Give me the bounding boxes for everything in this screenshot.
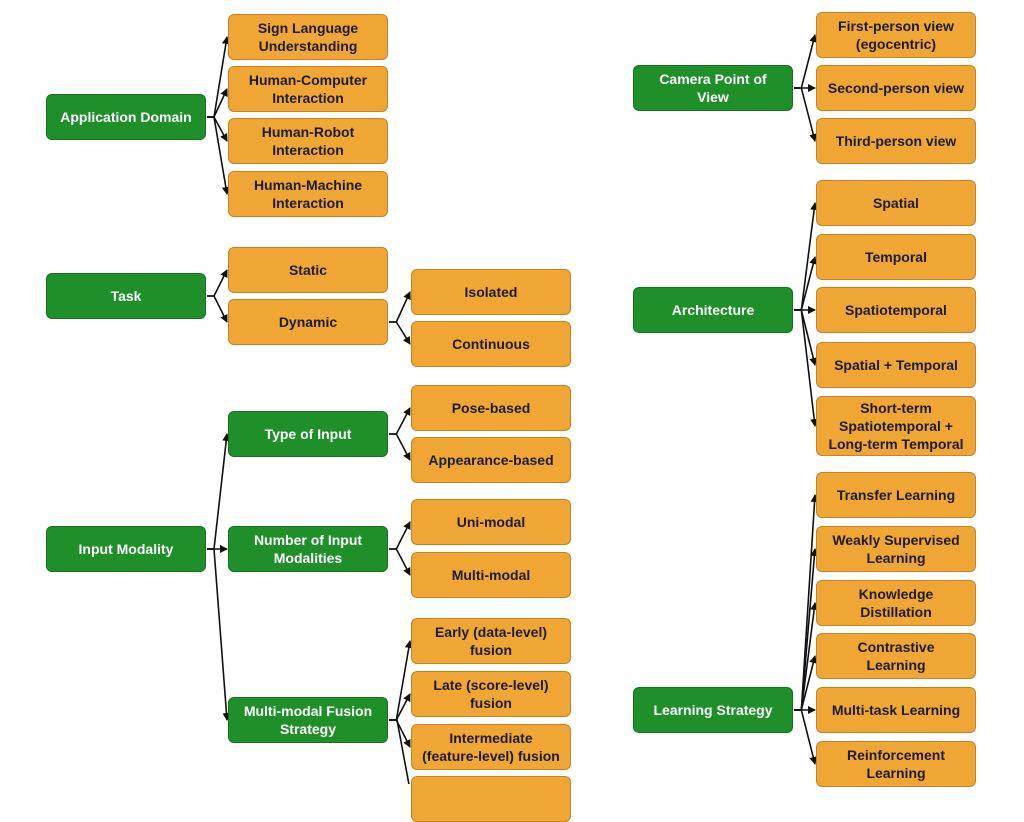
node-short-long-term: Short-term Spatiotemporal + Long-term Te… bbox=[816, 396, 976, 456]
edge-dynamic-to-continuous bbox=[389, 321, 411, 345]
node-multi-task-learning: Multi-task Learning bbox=[816, 687, 976, 733]
taxonomy-diagram: Application Domain Sign Language Underst… bbox=[46, 12, 976, 822]
edge-num_modalities-to-multimodal bbox=[389, 548, 411, 576]
node-spatiotemporal: Spatiotemporal bbox=[816, 287, 976, 333]
edge-input_modality-to-type_input bbox=[207, 433, 231, 550]
edge-fusion-to-early bbox=[389, 640, 413, 721]
edge-architecture-to-spatial bbox=[794, 202, 819, 311]
edge-app_domain-to-hmi bbox=[207, 116, 230, 195]
edge-type_input-to-appearance bbox=[389, 433, 411, 461]
node-late-fusion: Late (score-level) fusion bbox=[411, 671, 571, 717]
node-reinforcement-learning: Reinforcement Learning bbox=[816, 741, 976, 787]
edge-architecture-to-short_long bbox=[794, 309, 819, 427]
node-weakly-supervised-learning: Weakly Supervised Learning bbox=[816, 526, 976, 572]
node-contrastive-learning: Contrastive Learning bbox=[816, 633, 976, 679]
edge-app_domain-to-hci bbox=[207, 88, 228, 118]
edge-architecture-to-spatial_temporal bbox=[794, 309, 818, 366]
node-human-robot-interaction: Human-Robot Interaction bbox=[228, 118, 388, 164]
edge-fusion-offscreen bbox=[389, 719, 410, 784]
node-application-domain: Application Domain bbox=[46, 94, 206, 140]
node-camera-point-of-view: Camera Point of View bbox=[633, 65, 793, 111]
node-multi-modal-fusion-strategy: Multi-modal Fusion Strategy bbox=[228, 697, 388, 743]
node-human-machine-interaction: Human-Machine Interaction bbox=[228, 171, 388, 217]
node-input-modality: Input Modality bbox=[46, 526, 206, 572]
edge-task-to-static bbox=[207, 269, 228, 297]
edge-camera-to-third_person bbox=[794, 87, 818, 142]
node-appearance-based: Appearance-based bbox=[411, 437, 571, 483]
node-dynamic: Dynamic bbox=[228, 299, 388, 345]
edge-learning-to-transfer bbox=[794, 494, 819, 711]
node-static: Static bbox=[228, 247, 388, 293]
node-type-of-input: Type of Input bbox=[228, 411, 388, 457]
node-early-fusion: Early (data-level) fusion bbox=[411, 618, 571, 664]
node-uni-modal: Uni-modal bbox=[411, 499, 571, 545]
edge-fusion-to-intermediate bbox=[389, 719, 411, 748]
node-partial-leaf-cutoff bbox=[411, 776, 571, 822]
node-multi-modal: Multi-modal bbox=[411, 552, 571, 598]
edge-camera-to-first_person bbox=[794, 34, 818, 89]
edge-learning-to-contrastive bbox=[794, 655, 818, 711]
node-spatial-plus-temporal: Spatial + Temporal bbox=[816, 342, 976, 388]
node-sign-language-understanding: Sign Language Understanding bbox=[228, 14, 388, 60]
node-third-person-view: Third-person view bbox=[816, 118, 976, 164]
edge-num_modalities-to-unimodal bbox=[389, 521, 411, 550]
node-first-person-view: First-person view (egocentric) bbox=[816, 12, 976, 58]
node-second-person-view: Second-person view bbox=[816, 65, 976, 111]
node-isolated: Isolated bbox=[411, 269, 571, 315]
edge-learning-to-distill bbox=[794, 602, 819, 711]
edge-learning-to-reinforcement bbox=[794, 709, 818, 765]
node-architecture: Architecture bbox=[633, 287, 793, 333]
edge-app_domain-to-hri bbox=[207, 116, 228, 142]
node-number-of-input-modalities: Number of Input Modalities bbox=[228, 526, 388, 572]
node-spatial: Spatial bbox=[816, 180, 976, 226]
node-knowledge-distillation: Knowledge Distillation bbox=[816, 580, 976, 626]
node-learning-strategy: Learning Strategy bbox=[633, 687, 793, 733]
node-human-computer-interaction: Human-Computer Interaction bbox=[228, 66, 388, 112]
node-temporal: Temporal bbox=[816, 234, 976, 280]
edge-architecture-to-temporal bbox=[794, 256, 818, 311]
edge-dynamic-to-isolated bbox=[389, 291, 411, 323]
edge-fusion-to-late bbox=[389, 693, 411, 721]
edge-task-to-dynamic bbox=[207, 295, 228, 323]
node-pose-based: Pose-based bbox=[411, 385, 571, 431]
node-transfer-learning: Transfer Learning bbox=[816, 472, 976, 518]
node-intermediate-fusion: Intermediate (feature-level) fusion bbox=[411, 724, 571, 770]
edge-learning-to-weakly bbox=[794, 548, 819, 711]
edge-type_input-to-pose bbox=[389, 407, 411, 435]
node-continuous: Continuous bbox=[411, 321, 571, 367]
edge-app_domain-to-sign_lang bbox=[207, 36, 230, 118]
edge-input_modality-to-fusion bbox=[207, 548, 231, 721]
node-task: Task bbox=[46, 273, 206, 319]
